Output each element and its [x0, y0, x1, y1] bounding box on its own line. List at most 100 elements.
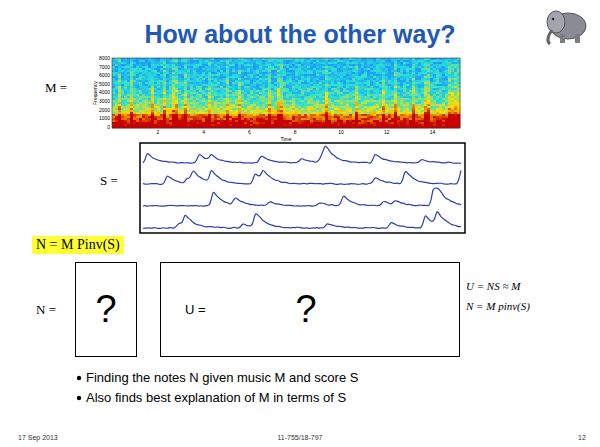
spectrogram-cell: [121, 92, 124, 94]
spectrogram-cell: [211, 72, 214, 74]
spectrogram-cell: [259, 78, 262, 80]
spectrogram-cell: [229, 60, 232, 62]
spectrogram-cell: [163, 84, 166, 86]
spectrogram-cell: [343, 60, 346, 62]
spectrogram-cell: [145, 74, 148, 76]
spectrogram-cell: [220, 68, 223, 70]
spectrogram-cell: [451, 58, 454, 60]
spectrogram-cell: [427, 62, 430, 64]
spectrogram-cell: [448, 74, 451, 76]
spectrogram-cell: [448, 76, 451, 78]
spectrogram-cell: [136, 76, 139, 78]
spectrogram-cell: [334, 88, 337, 90]
spectrogram-cell: [418, 78, 421, 80]
spectrogram-cell: [112, 82, 115, 84]
spectrogram-cell: [379, 88, 382, 90]
spectrogram-cell: [421, 70, 424, 72]
spectrogram-cell: [406, 74, 409, 76]
spectrogram-cell: [325, 84, 328, 86]
spectrogram-cell: [385, 76, 388, 78]
spectrogram-cell: [247, 78, 250, 80]
spectrogram-cell: [178, 58, 181, 60]
spectrogram-cell: [334, 74, 337, 76]
spectrogram-cell: [319, 88, 322, 90]
spectrogram-cell: [382, 80, 385, 82]
spectrogram-cell: [316, 82, 319, 84]
spectrogram-cell: [157, 58, 160, 60]
spectrogram-cell: [397, 68, 400, 70]
spectrogram-cell: [259, 72, 262, 74]
spectrogram-cell: [451, 64, 454, 66]
spectrogram-cell: [190, 86, 193, 88]
spectrogram-cell: [421, 78, 424, 80]
spectrogram-cell: [175, 62, 178, 64]
spectrogram-cell: [160, 76, 163, 78]
spectrogram-cell: [193, 68, 196, 70]
spectrogram-cell: [262, 60, 265, 62]
spectrogram-cell: [421, 84, 424, 86]
spectrogram-cell: [142, 88, 145, 90]
spectrogram-cell: [346, 82, 349, 84]
spectrogram-cell: [454, 62, 457, 64]
spectrogram-cell: [334, 62, 337, 64]
spectrogram-cell: [346, 70, 349, 72]
spectrogram-cell: [301, 62, 304, 64]
spectrogram-cell: [136, 68, 139, 70]
spectrogram-cell: [304, 62, 307, 64]
spectrogram-cell: [211, 78, 214, 80]
spectrogram-cell: [238, 60, 241, 62]
spectrogram-cell: [235, 78, 238, 80]
spectrogram-cell: [151, 92, 154, 94]
spectrogram-cell: [379, 64, 382, 66]
spectrogram-cell: [127, 80, 130, 82]
spectrogram-cell: [265, 82, 268, 84]
spectrogram-cell: [253, 84, 256, 86]
spectrogram-cell: [343, 62, 346, 64]
spectrogram-cell: [157, 70, 160, 72]
spectrogram-cell: [265, 64, 268, 66]
spectrogram-cell: [148, 80, 151, 82]
spectrogram-cell: [172, 80, 175, 82]
spectrogram-cell: [139, 78, 142, 80]
spectrogram-cell: [268, 66, 271, 68]
spectrogram-cell: [388, 70, 391, 72]
spectrogram-cell: [292, 90, 295, 92]
spectrogram-cell: [268, 84, 271, 86]
spectrogram-cell: [298, 68, 301, 70]
spectrogram-cell: [421, 74, 424, 76]
spectrogram-cell: [289, 62, 292, 64]
spectrogram-cell: [286, 86, 289, 88]
spectrogram-cell: [262, 78, 265, 80]
spectrogram-cell: [427, 78, 430, 80]
spectrogram-cell: [343, 72, 346, 74]
spectrogram-cell: [211, 58, 214, 60]
spectrogram-cell: [313, 88, 316, 90]
spectrogram-cell: [430, 68, 433, 70]
spectrogram-cell: [187, 80, 190, 82]
spectrogram-cell: [133, 80, 136, 82]
spectrogram-cell: [400, 76, 403, 78]
spectrogram-cell: [145, 76, 148, 78]
spectrogram-cell: [274, 90, 277, 92]
spectrogram-cell: [133, 92, 136, 94]
spectrogram-cell: [319, 72, 322, 74]
spectrogram-cell: [427, 88, 430, 90]
spectrogram-cell: [136, 84, 139, 86]
spectrogram-cell: [391, 90, 394, 92]
spectrogram-cell: [343, 76, 346, 78]
spectrogram-cell: [388, 66, 391, 68]
spectrogram-cell: [262, 70, 265, 72]
spectrogram-cell: [361, 72, 364, 74]
spectrogram-cell: [136, 92, 139, 94]
spectrogram-cell: [136, 72, 139, 74]
spectrogram-cell: [160, 90, 163, 92]
spectrogram-cell: [364, 70, 367, 72]
spectrogram-cell: [349, 70, 352, 72]
spectrogram-cell: [259, 66, 262, 68]
spectrogram-cell: [343, 58, 346, 60]
spectrogram-cell: [166, 68, 169, 70]
spectrogram-cell: [253, 62, 256, 64]
spectrogram-cell: [451, 86, 454, 88]
spectrogram-cell: [337, 62, 340, 64]
spectrogram-cell: [229, 80, 232, 82]
